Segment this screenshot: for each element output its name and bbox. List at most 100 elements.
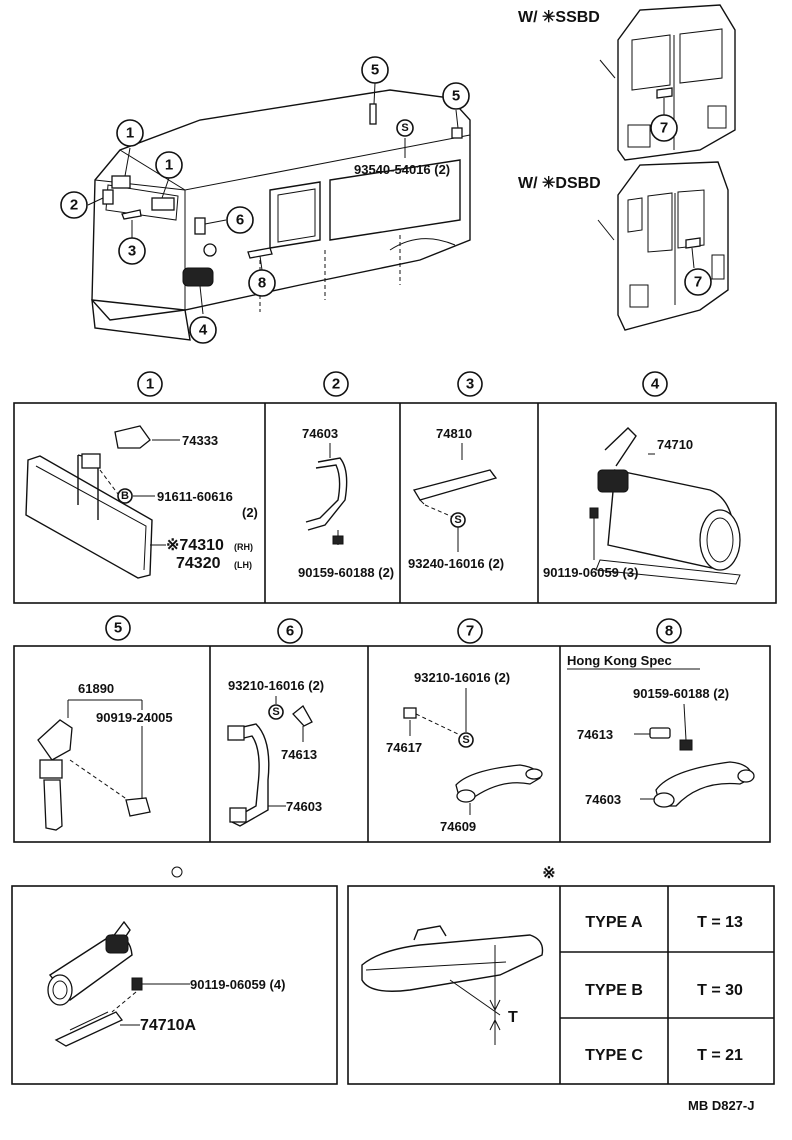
part-74603-8: 74603: [585, 792, 621, 807]
table-type-c: TYPE C: [585, 1047, 643, 1064]
svg-text:2: 2: [332, 376, 340, 393]
part-74710A: 74710A: [140, 1017, 196, 1034]
part-74613-8: 74613: [577, 727, 613, 742]
svg-text:4: 4: [651, 376, 660, 393]
part-74320: 74320: [176, 555, 221, 572]
row2-frame: [13, 645, 771, 843]
table-type-a: TYPE A: [585, 914, 643, 931]
svg-text:S: S: [454, 514, 461, 526]
callout-1-overview-b: [155, 151, 183, 179]
callout-6-overview: [226, 206, 254, 234]
callout-1-overview-a: [116, 119, 144, 147]
table-value-a: T = 13: [697, 914, 743, 931]
part-93210-16016-7: 93210-16016 (2): [414, 670, 510, 685]
svg-text:S: S: [401, 122, 408, 134]
group-8-header: [656, 618, 682, 644]
callout-8-overview: [248, 269, 276, 297]
cap-74617-icon: [403, 707, 417, 719]
van-roof-part-2: [451, 127, 463, 139]
part-93240-16016: 93240-16016 (2): [408, 556, 504, 571]
van-rear-grip-part: [247, 247, 273, 259]
svg-text:(LH): (LH): [234, 560, 252, 570]
callout-2-label: 2: [70, 197, 78, 214]
detail-star-marker: ※: [542, 865, 555, 882]
group-4-header: [642, 371, 668, 397]
svg-text:6: 6: [286, 623, 294, 640]
grip-74603-icon: [227, 723, 270, 827]
part-91611-60616: 91611-60616: [157, 489, 233, 504]
grip-74609-icon: [455, 764, 543, 803]
callout-5-overview-b: [442, 82, 470, 110]
callout-7-dsbd: [684, 268, 712, 296]
thickness-dimension-label: T: [508, 1009, 518, 1026]
part-74810: 74810: [436, 426, 472, 441]
svg-text:8: 8: [665, 623, 673, 640]
table-type-b: TYPE B: [585, 982, 643, 999]
detail-star-frame: [347, 885, 775, 1085]
part-74617: 74617: [386, 740, 422, 755]
part-61890: 61890: [78, 681, 114, 696]
extinguisher-bracket-icon: [47, 920, 133, 1047]
part-74310: ※74310: [166, 537, 224, 554]
assist-grip-icon: [307, 457, 348, 531]
sunvisor-thickness-icon: [361, 925, 544, 1045]
antenna-base-icon: [37, 719, 73, 831]
part-90159-60188: 90159-60188 (2): [298, 565, 394, 580]
group-5-header: [105, 615, 131, 641]
part-74333: 74333: [182, 433, 218, 448]
rear-dsbd-illustration: [597, 161, 729, 331]
svg-text:3: 3: [466, 376, 474, 393]
variant-ssbd-label: W/ ✳SSBD: [518, 9, 600, 26]
van-lamp-part: [203, 243, 217, 257]
part-74609: 74609: [440, 819, 476, 834]
part-74710: 74710: [657, 437, 693, 452]
part-74603-grip: 74603: [302, 426, 338, 441]
svg-text:1: 1: [146, 376, 154, 393]
svg-text:(RH): (RH): [234, 542, 253, 552]
grip-74603-8-icon: [653, 761, 755, 808]
callout-4-label: 4: [199, 322, 208, 339]
clip-74333-icon: [114, 425, 151, 449]
van-sunvisor-part: [151, 197, 175, 211]
callout-3-overview: [118, 237, 146, 265]
van-mirror-part: [111, 175, 131, 189]
group-7-header: [457, 618, 483, 644]
variant-dsbd-label: W/ ✳DSBD: [518, 175, 601, 192]
group-6-header: [277, 618, 303, 644]
rear-ssbd-illustration: [599, 4, 736, 161]
cap-74613-icon: [292, 705, 313, 727]
part-74603-6: 74603: [286, 799, 322, 814]
callout-8-label: 8: [258, 275, 266, 292]
part-90119-06059: 90119-06059 (3): [543, 565, 638, 580]
callout-1-label-b: 1: [165, 157, 173, 174]
group-1-header: [137, 371, 163, 397]
screw-s-badge-7: [458, 732, 474, 748]
callout-2-overview: [60, 191, 88, 219]
callout-6-label: 6: [236, 212, 244, 229]
part-74613-6: 74613: [281, 747, 317, 762]
sunvisor-illustration: [25, 453, 153, 579]
detail-o-marker: [171, 866, 183, 878]
van-roof-part: [369, 103, 377, 125]
callout-3-label: 3: [128, 243, 136, 260]
callout-7-label: 7: [660, 120, 668, 137]
screw-8-icon: [679, 739, 693, 751]
callout-5-label: 5: [371, 62, 379, 79]
svg-text:7: 7: [466, 623, 474, 640]
part-90159-60188-8: 90159-60188 (2): [633, 686, 729, 701]
group-3-header: [457, 371, 483, 397]
group-2-header: [323, 371, 349, 397]
handle-74810-icon: [412, 469, 498, 501]
svg-text:5: 5: [114, 620, 122, 637]
hong-kong-spec-label: Hong Kong Spec: [567, 653, 672, 668]
bulb-socket-icon: [125, 797, 151, 817]
diagram-code: MB D827-J: [688, 1098, 754, 1113]
svg-text:S: S: [272, 706, 279, 718]
van-handle-part: [121, 209, 142, 220]
part-91611-qty: (2): [242, 505, 258, 520]
screw-s-badge-6: [268, 704, 284, 720]
van-grip-part: [102, 189, 114, 205]
callout-5-overview-a: [361, 56, 389, 84]
table-value-b: T = 30: [697, 982, 743, 999]
